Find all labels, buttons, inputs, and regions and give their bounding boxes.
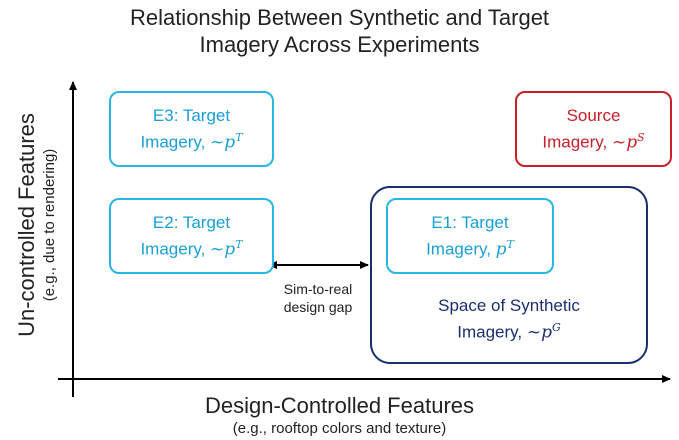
e3-line-1: E3: Target xyxy=(152,105,231,125)
source-imagery-box: Source Imagery, ~pS xyxy=(515,91,672,167)
y-axis-label: Un-controlled Features xyxy=(14,113,39,337)
e2-line-1: E2: Target xyxy=(152,212,231,232)
e1-line-1: E1: Target xyxy=(431,212,509,232)
gap-line-2: design gap xyxy=(283,299,353,315)
e1-line-2: Imagery, pT xyxy=(426,237,514,260)
diagram-title: Relationship Between Synthetic and Targe… xyxy=(0,4,679,58)
e2-target-imagery-box: E2: Target Imagery, ~pT xyxy=(109,198,274,274)
title-line-2: Imagery Across Experiments xyxy=(199,32,480,57)
source-line-2: Imagery, ~pS xyxy=(542,130,645,153)
source-line-1: Source xyxy=(566,105,621,125)
e2-line-2: Imagery, ~pT xyxy=(140,237,243,260)
e3-target-imagery-box: E3: Target Imagery, ~pT xyxy=(109,91,274,167)
title-line-1: Relationship Between Synthetic and Targe… xyxy=(129,5,550,30)
synthetic-line-1: Space of Synthetic xyxy=(438,296,580,316)
x-axis-label: Design-Controlled Features xyxy=(204,393,475,418)
x-axis-sublabel: (e.g., rooftop colors and texture) xyxy=(232,420,447,437)
e3-line-2: Imagery, ~pT xyxy=(140,130,243,153)
synthetic-line-2: Imagery, ~pG xyxy=(457,321,561,343)
sim-to-real-gap-label: Sim-to-real design gap xyxy=(268,280,368,316)
y-axis-sublabel: (e.g., due to rendering) xyxy=(41,148,58,302)
e1-target-imagery-box: E1: Target Imagery, pT xyxy=(386,198,554,274)
gap-line-1: Sim-to-real xyxy=(283,281,353,297)
